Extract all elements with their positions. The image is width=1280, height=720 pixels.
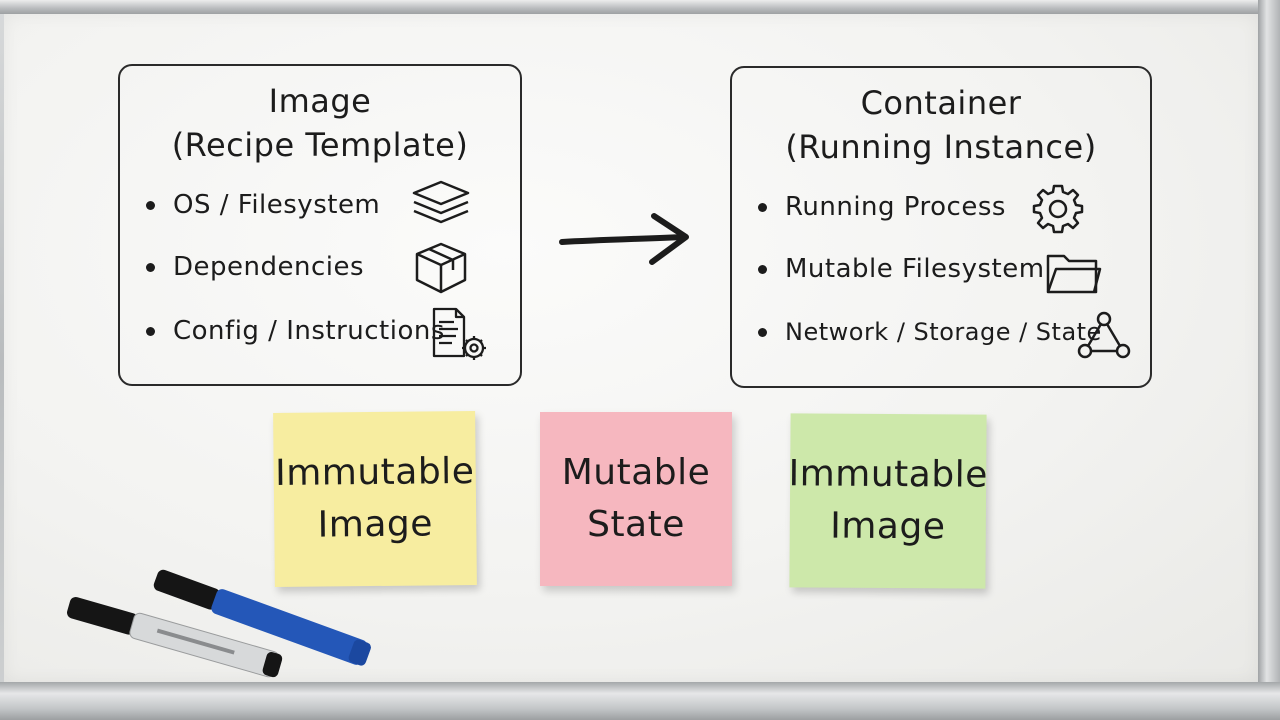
container-item-label: Running Process xyxy=(785,192,1006,222)
bullet-dot xyxy=(758,327,767,337)
sticky-note-immutable-image: Immutable Image xyxy=(273,410,477,588)
network-nodes-icon xyxy=(1077,311,1131,359)
note-line2: State xyxy=(587,504,685,545)
note-line2: Image xyxy=(830,505,946,548)
bullet-dot xyxy=(758,264,767,274)
container-item-label: Network / Storage / State xyxy=(785,318,1102,346)
image-box-title-line2: (Recipe Template) xyxy=(171,126,469,164)
image-item-os-filesystem: OS / Filesystem xyxy=(146,190,380,220)
container-item-label: Mutable Filesystem xyxy=(785,254,1045,284)
bullet-dot xyxy=(146,200,155,210)
container-item-mutable-filesystem: Mutable Filesystem xyxy=(758,254,1045,284)
folder-icon xyxy=(1046,254,1102,294)
note-line1: Immutable xyxy=(788,453,988,496)
arrow-right-icon xyxy=(559,213,689,265)
black-marker xyxy=(67,597,283,678)
image-item-dependencies: Dependencies xyxy=(146,252,364,282)
image-item-label: Dependencies xyxy=(173,252,365,282)
bullet-dot xyxy=(146,326,155,336)
note-line1: Immutable xyxy=(274,450,475,495)
blue-marker xyxy=(153,569,371,666)
gear-icon xyxy=(1032,184,1084,234)
layers-icon xyxy=(412,180,470,224)
sticky-note-mutable-state: Mutable State xyxy=(540,412,732,586)
whiteboard-top-rail xyxy=(0,0,1280,14)
whiteboard-marker-tray xyxy=(0,682,1280,720)
note-line1: Mutable xyxy=(561,452,711,493)
package-box-icon xyxy=(415,242,467,294)
image-box-title-line1: Image xyxy=(268,82,372,120)
bullet-dot xyxy=(758,202,767,212)
sticky-note-immutable-image-green: Immutable Image xyxy=(788,413,988,589)
note-line2: Image xyxy=(317,503,434,546)
document-gear-icon xyxy=(432,307,486,360)
image-item-label: Config / Instructions xyxy=(173,316,445,346)
container-item-running-process: Running Process xyxy=(758,192,1006,222)
whiteboard-right-rail xyxy=(1258,0,1280,720)
image-box: Image (Recipe Template) OS / Filesystem … xyxy=(118,64,522,386)
image-item-config-instructions: Config / Instructions xyxy=(146,316,445,346)
container-box-title-line1: Container xyxy=(860,84,1022,122)
bullet-dot xyxy=(146,262,155,272)
container-box-title-line2: (Running Instance) xyxy=(785,128,1097,166)
image-item-label: OS / Filesystem xyxy=(173,190,381,220)
container-box: Container (Running Instance) Running Pro… xyxy=(730,66,1152,388)
container-item-network-storage-state: Network / Storage / State xyxy=(758,318,1102,346)
